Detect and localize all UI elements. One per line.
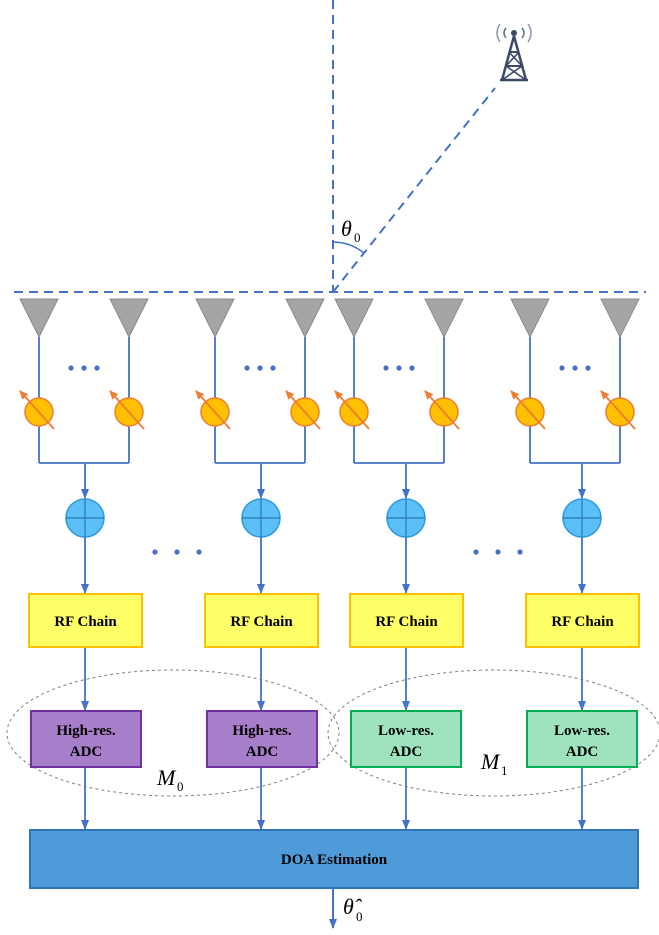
low-res-adc-block: Low-res. ADC [526,710,638,768]
angle-arc [332,241,365,254]
ellipsis-dot [495,549,501,555]
doa-estimation-label: DOA Estimation [281,852,388,868]
rf-chain-block: RF Chain [28,593,143,648]
doa-estimation-block: DOA Estimation [29,829,639,889]
ellipsis-dot [174,549,180,555]
ellipsis-dot [152,549,158,555]
antenna-icon [19,298,59,339]
ellipsis-dot [257,365,263,371]
ellipsis-dot [270,365,276,371]
antenna-array [19,298,640,339]
antenna-icon [510,298,550,339]
adc-label-line1: High-res. [56,723,116,739]
rf-chain-block: RF Chain [525,593,640,648]
ellipsis-dot [473,549,479,555]
antenna-icon [109,298,149,339]
angle-label: θ 0 [341,216,361,245]
adc-label-line2: ADC [390,744,423,760]
svg-text:M: M [480,749,501,774]
high-res-adc-block: High-res. ADC [206,710,318,768]
svg-text:1: 1 [501,763,508,778]
ellipsis-dot [409,365,415,371]
signal-flow-lines [81,463,586,830]
phase-shifters [19,390,636,430]
ellipsis-dot [81,365,87,371]
rf-chain-label: RF Chain [54,614,117,630]
rf-chain-label: RF Chain [230,614,293,630]
ellipsis-dot [585,365,591,371]
combiners [65,498,602,538]
rf-chain-block: RF Chain [349,593,464,648]
low-res-adc-block: Low-res. ADC [350,710,462,768]
adc-label-line2: ADC [70,744,103,760]
adc-label-line1: Low-res. [554,723,610,739]
svg-text:0: 0 [177,779,184,794]
ellipsis-dot [572,365,578,371]
antenna-icon [334,298,374,339]
adc-label-line2: ADC [566,744,599,760]
ellipsis-dot [196,549,202,555]
adc-label-line1: Low-res. [378,723,434,739]
ellipsis-dot [244,365,250,371]
high-res-adc-block: High-res. ADC [30,710,142,768]
ellipsis-dots [68,365,591,555]
group-label-m1: M 1 [480,749,508,778]
adc-label-line1: High-res. [232,723,292,739]
ellipsis-dot [396,365,402,371]
group-ellipse-m1 [327,669,659,797]
group-label-m0: M 0 [156,765,184,794]
group-ellipse-m0 [6,669,340,797]
antenna-icon [600,298,640,339]
ellipsis-dot [559,365,565,371]
ellipsis-dot [68,365,74,371]
antenna-feed-lines [38,337,621,464]
ellipsis-dot [94,365,100,371]
adc-label-line2: ADC [246,744,279,760]
antenna-icon [424,298,464,339]
incident-direction-line [332,87,496,293]
rf-chain-block: RF Chain [204,593,319,648]
antenna-icon [195,298,235,339]
svg-text:M: M [156,765,177,790]
output-label: θ̂ 0 [343,894,363,924]
ellipsis-dot [383,365,389,371]
svg-text:0: 0 [354,230,361,245]
rf-chain-label: RF Chain [375,614,438,630]
base-station-tower-icon [496,23,532,82]
svg-text:θ: θ [341,216,352,241]
ellipsis-dot [517,549,523,555]
reference-lines [14,0,646,293]
svg-text:0: 0 [356,909,363,924]
rf-chain-label: RF Chain [551,614,614,630]
antenna-icon [285,298,325,339]
